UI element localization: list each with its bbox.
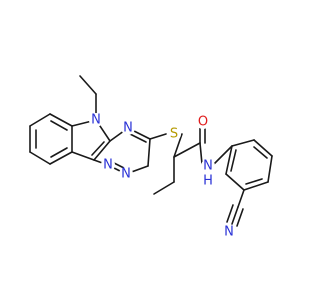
bond bbox=[226, 204, 234, 223]
bond bbox=[245, 178, 263, 185]
bond bbox=[50, 147, 68, 158]
bond bbox=[199, 142, 203, 165]
bond bbox=[91, 141, 105, 156]
bond bbox=[213, 145, 233, 165]
bond bbox=[93, 140, 111, 161]
bond bbox=[253, 139, 273, 157]
atom-n-triazine-left: N bbox=[103, 158, 113, 173]
bond bbox=[231, 139, 255, 147]
atom-n-indole: N bbox=[91, 113, 101, 128]
bond bbox=[79, 75, 97, 95]
bond bbox=[153, 181, 175, 195]
bond bbox=[29, 113, 51, 127]
bond bbox=[49, 151, 73, 165]
atom-oxygen: O bbox=[198, 115, 208, 130]
bond bbox=[225, 173, 245, 191]
atom-n-triazine-top: N bbox=[123, 121, 133, 136]
bond bbox=[50, 120, 68, 131]
bond bbox=[147, 138, 151, 167]
atom-amide-hydrogen: H bbox=[203, 174, 213, 189]
bond bbox=[230, 149, 237, 172]
atom-n-triazine-right: N bbox=[121, 167, 131, 182]
bond bbox=[267, 155, 273, 183]
chemical-structure-diagram: N N N N S O N H N bbox=[29, 75, 273, 240]
atom-labels: N N N N S O N H N bbox=[89, 113, 236, 240]
bond bbox=[243, 181, 269, 191]
bonds bbox=[29, 75, 273, 227]
bond bbox=[149, 133, 167, 140]
bond bbox=[173, 142, 201, 158]
atom-amide-nitrogen: N bbox=[203, 159, 213, 174]
bond bbox=[225, 145, 233, 175]
bond bbox=[29, 151, 51, 165]
bond bbox=[71, 151, 95, 161]
bond bbox=[236, 208, 244, 227]
bond bbox=[237, 189, 245, 208]
bond bbox=[49, 113, 73, 127]
bond bbox=[129, 133, 147, 143]
atom-sulfur: S bbox=[170, 127, 178, 142]
bond bbox=[231, 206, 239, 225]
bond bbox=[173, 133, 183, 158]
atom-nitrile-nitrogen: N bbox=[224, 225, 234, 240]
bond bbox=[253, 146, 268, 159]
